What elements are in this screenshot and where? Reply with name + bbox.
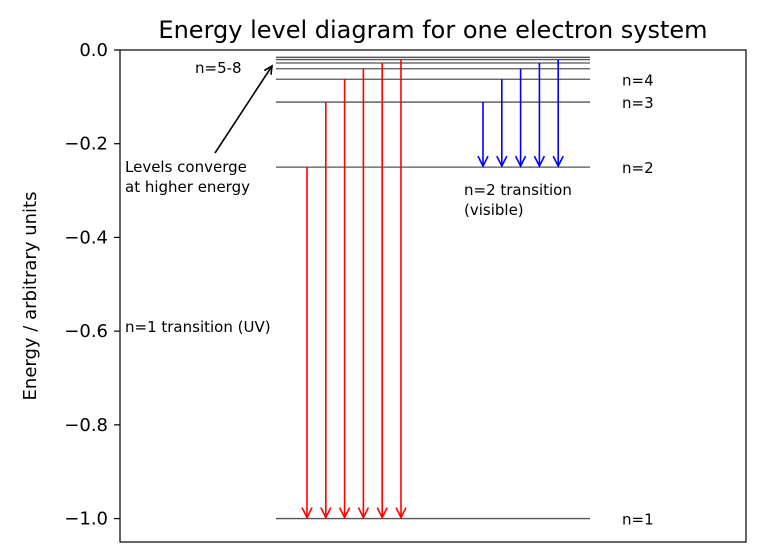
visible-arrowhead [552, 155, 564, 168]
plot-frame [119, 49, 747, 543]
y-tick-label: −1.0 [64, 509, 108, 530]
visible-arrowhead [533, 155, 546, 168]
y-axis: 0.0 −0.2 −0.4 −0.6 −0.8 −1.0 [64, 40, 120, 530]
uv-arrowhead [376, 507, 388, 520]
uv-arrowhead [395, 507, 407, 520]
y-tick-label: −0.2 [64, 134, 108, 155]
level-label-n1: n=1 [622, 511, 654, 529]
y-tick-label: −0.4 [64, 227, 108, 248]
converge-label-line2: at higher energy [125, 178, 250, 196]
energy-levels [276, 56, 590, 520]
visible-arrowhead [477, 155, 489, 168]
visible-transition-label-line1: n=2 transition [464, 181, 572, 199]
visible-arrowhead [514, 155, 527, 168]
levels-5-8-label: n=5-8 [195, 59, 242, 77]
converge-arrow [214, 66, 272, 154]
level-label-n4: n=4 [622, 71, 654, 89]
uv-transition-label: n=1 transition (UV) [125, 318, 271, 336]
visible-transition-label-line2: (visible) [464, 201, 524, 219]
converge-label-line1: Levels converge [125, 158, 247, 176]
level-labels: n=1 n=2 n=3 n=4 [622, 71, 654, 528]
uv-arrowhead [338, 507, 351, 520]
level-label-n3: n=3 [622, 94, 654, 112]
y-tick-label: 0.0 [79, 40, 108, 61]
uv-arrowhead [301, 507, 313, 520]
level-label-n2: n=2 [622, 159, 654, 177]
uv-arrowhead [357, 507, 370, 520]
transitions [301, 59, 564, 520]
y-tick-label: −0.8 [64, 415, 108, 436]
y-tick-label: −0.6 [64, 321, 108, 342]
uv-arrowhead [320, 507, 332, 520]
visible-arrowhead [496, 155, 508, 168]
chart-title: Energy level diagram for one electron sy… [158, 16, 707, 44]
y-axis-label: Energy / arbitrary units [20, 192, 41, 401]
